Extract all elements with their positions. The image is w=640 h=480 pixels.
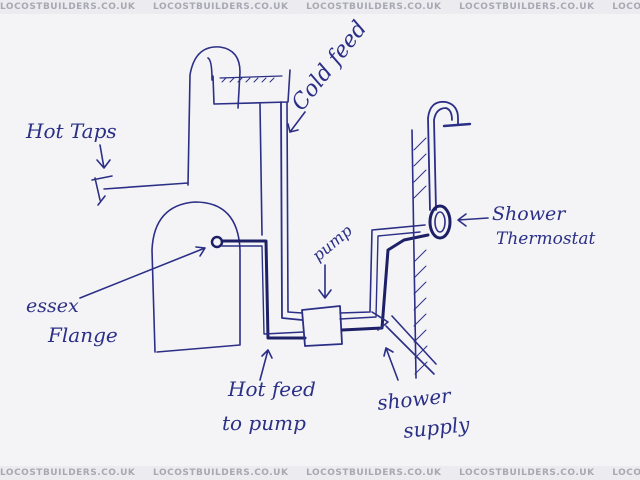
label-shower-thermostat-2: Thermostat <box>496 229 596 249</box>
watermark-top: LOCOSTBUILDERS.CO.UK LOCOSTBUILDERS.CO.U… <box>0 0 640 14</box>
watermark-text: LOCOSTBUILDERS.CO.UK <box>153 468 289 478</box>
arrow-hot-feed <box>259 349 273 381</box>
watermark-text: LOCOSTBUILDERS.CO.UK <box>306 2 442 12</box>
label-shower-thermostat-1: Shower <box>492 203 567 225</box>
label-essex-flange-2: Flange <box>47 323 118 347</box>
arrow-thermostat <box>457 213 489 227</box>
watermark-text: LOCOSTBUILDERS.CO.UK <box>612 468 640 478</box>
watermark-text: LOCOSTBUILDERS.CO.UK <box>0 2 136 12</box>
pump-out-line-2 <box>339 231 421 320</box>
wall-hatching <box>413 137 428 375</box>
watermark-bottom: LOCOSTBUILDERS.CO.UK LOCOSTBUILDERS.CO.U… <box>0 466 640 480</box>
shower-head-icon <box>442 122 472 128</box>
cold-feed-pipe-inner <box>286 101 303 314</box>
wall-line <box>411 129 417 379</box>
label-pump: pump <box>308 221 355 265</box>
shower-thermostat-icon <box>428 204 452 240</box>
tank-water-line <box>219 75 283 79</box>
shower-riser-inner <box>433 107 453 211</box>
shower-riser <box>427 100 459 211</box>
essex-flange-icon <box>210 235 224 249</box>
watermark-text: LOCOSTBUILDERS.CO.UK <box>153 2 289 12</box>
cold-feed-pipe <box>280 101 303 321</box>
arrow-shower-supply <box>383 347 399 381</box>
supply-valve <box>371 311 389 331</box>
watermark-text: LOCOSTBUILDERS.CO.UK <box>459 2 595 12</box>
label-cold-feed: Cold feed <box>287 16 372 115</box>
hot-tap-valve <box>91 175 113 206</box>
label-hot-taps: Hot Taps <box>25 119 117 143</box>
pump-out-line <box>339 224 426 314</box>
hot-feed-line <box>220 239 307 340</box>
thermostat-inner <box>434 211 446 233</box>
label-essex-flange-1: essex <box>26 295 79 317</box>
label-shower-supply-2: supply <box>402 412 471 443</box>
label-hot-feed-2: to pump <box>222 411 306 435</box>
cold-tank <box>212 69 291 105</box>
pump-box <box>301 305 343 347</box>
label-shower-supply-1: shower <box>376 383 453 415</box>
vent-pipe <box>207 57 213 81</box>
boiler-body <box>151 201 241 353</box>
arrow-pump <box>318 264 332 299</box>
hot-feed-line-inner <box>221 245 305 335</box>
arrow-hot-taps <box>96 144 111 169</box>
watermark-text: LOCOSTBUILDERS.CO.UK <box>306 468 442 478</box>
arrow-cold-feed <box>287 111 306 133</box>
label-hot-feed-1: Hot feed <box>227 377 316 401</box>
watermark-text: LOCOSTBUILDERS.CO.UK <box>459 468 595 478</box>
watermark-text: LOCOSTBUILDERS.CO.UK <box>612 2 640 12</box>
tank-hatch <box>221 77 275 83</box>
watermark-text: LOCOSTBUILDERS.CO.UK <box>0 468 136 478</box>
shower-supply-line <box>340 233 430 332</box>
arrow-essex-flange <box>79 246 206 299</box>
cylinder-outline <box>187 46 241 186</box>
wall-pipe <box>385 315 437 375</box>
hot-taps-pipe <box>103 182 189 190</box>
tank-down-pipe <box>259 103 263 236</box>
